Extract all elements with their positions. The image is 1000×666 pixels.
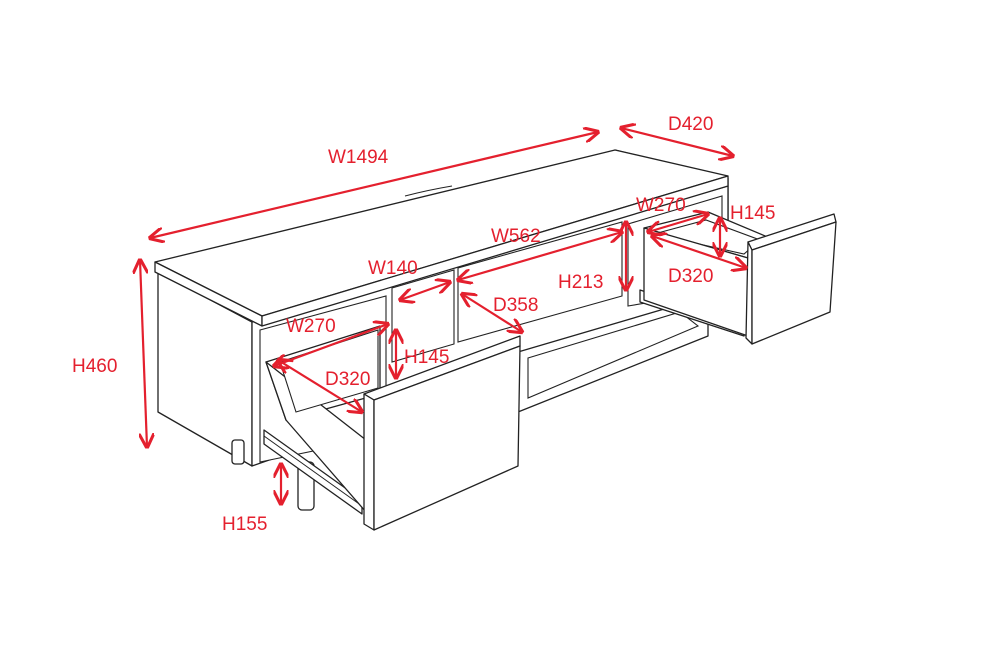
dimension-annotations: W1494 D420 H460 H155 W270 H145 D320 W140… [72, 114, 775, 535]
left-drawer-depth-label: D320 [325, 369, 370, 390]
leg-height-label: H155 [222, 514, 267, 535]
center-shelf-width-arrow [458, 232, 622, 280]
height-total-label: H460 [72, 356, 117, 377]
right-drawer-width-arrow [648, 214, 708, 232]
left-drawer-height-label: H145 [404, 347, 449, 368]
depth-total-label: D420 [668, 114, 713, 135]
depth-total-arrow [621, 128, 733, 156]
small-open-width-arrow [400, 282, 450, 300]
right-drawer-height-label: H145 [730, 203, 775, 224]
center-shelf-depth-arrow [462, 294, 522, 332]
side-leg [231, 439, 245, 465]
small-open-width-label: W140 [368, 258, 418, 279]
center-shelf-width-label: W562 [491, 226, 541, 247]
left-drawer-width-label: W270 [286, 316, 336, 337]
right-drawer-depth-arrow [652, 236, 746, 268]
center-shelf-depth-label: D358 [493, 295, 538, 316]
width-total-label: W1494 [328, 147, 389, 168]
right-drawer-depth-label: D320 [668, 266, 713, 287]
center-shelf-height-label: H213 [558, 272, 603, 293]
height-total-arrow [140, 260, 147, 447]
right-drawer-width-label: W270 [636, 195, 686, 216]
width-total-arrow [150, 132, 598, 238]
left-drawer-depth-arrow [278, 360, 362, 412]
